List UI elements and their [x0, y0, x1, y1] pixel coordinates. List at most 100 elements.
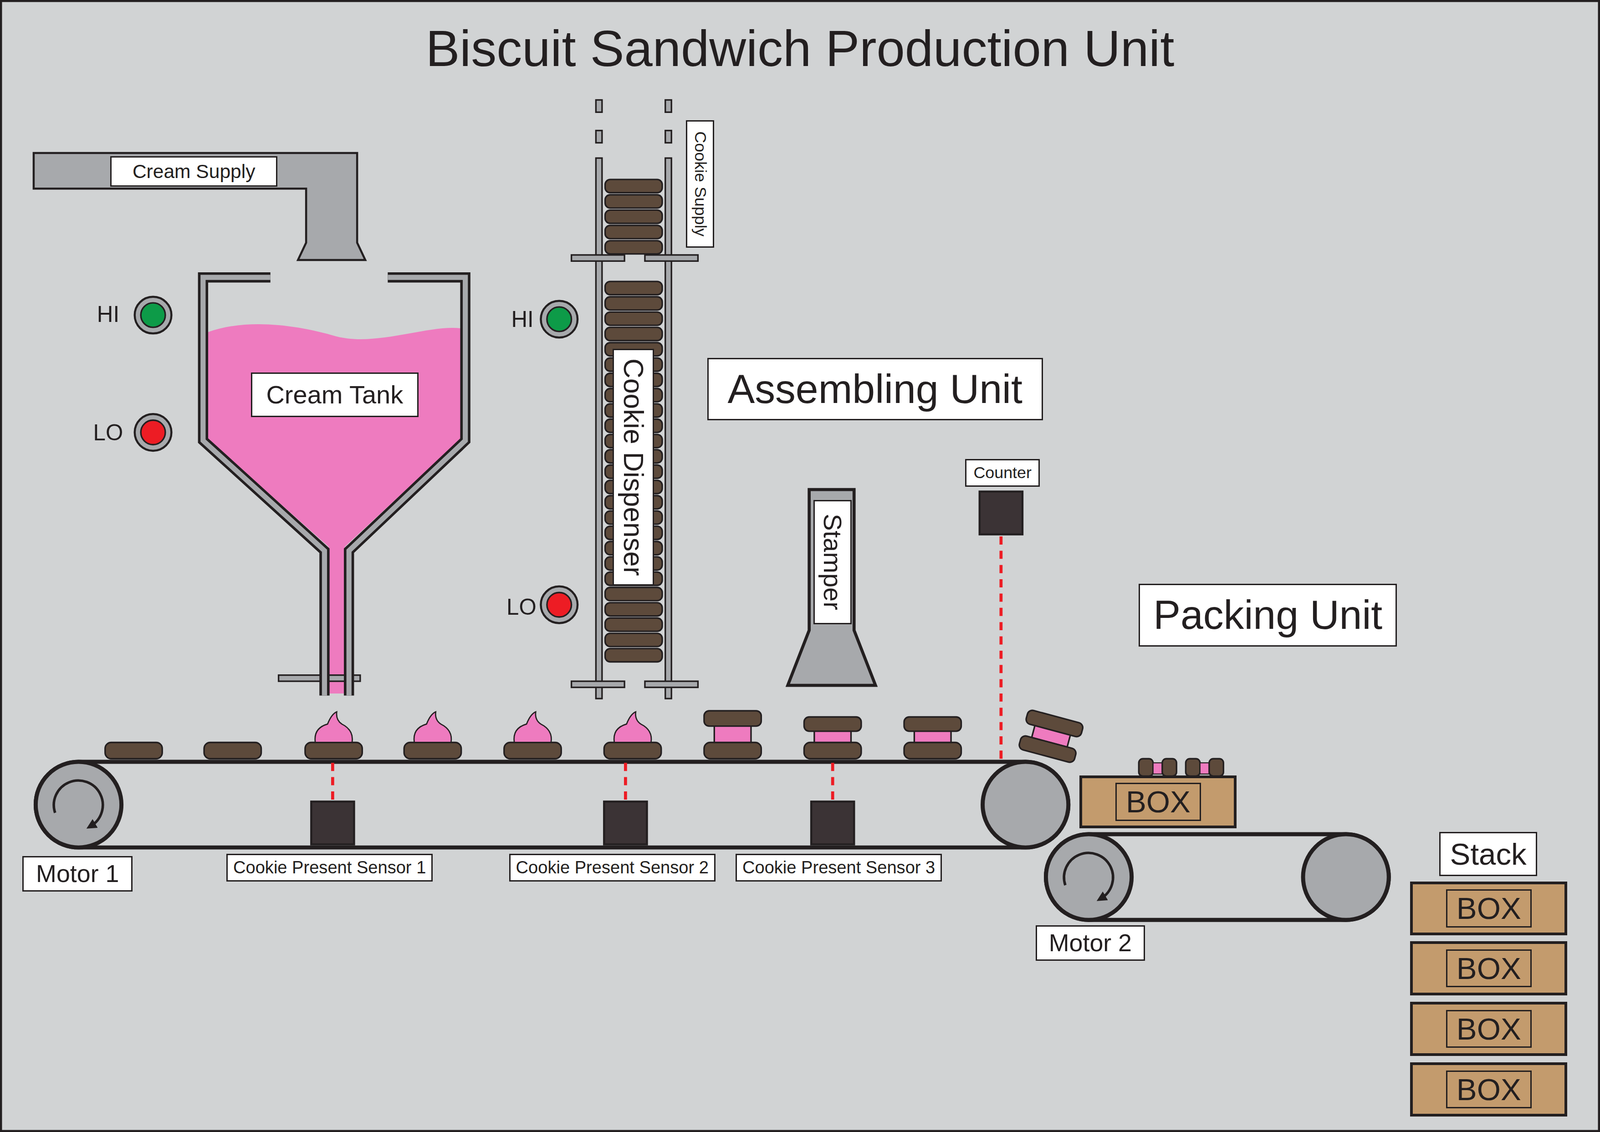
rail-flange — [644, 681, 699, 688]
cookie — [605, 327, 663, 341]
diagram-title: Biscuit Sandwich Production Unit — [0, 19, 1600, 79]
cookie — [605, 225, 663, 239]
part-label: Cookie Present Sensor 3 — [735, 853, 942, 882]
box-crate: BOX — [1410, 941, 1568, 996]
label-box: Packing Unit — [1138, 583, 1397, 648]
dispenser-rail — [595, 158, 602, 699]
lamp-label: HI — [509, 305, 535, 334]
sensor-block — [603, 801, 647, 845]
lamp-label: LO — [505, 593, 538, 622]
cookie — [605, 587, 663, 601]
cookie — [904, 716, 962, 731]
cookie — [603, 742, 661, 759]
part-label: Motor 2 — [1035, 925, 1146, 962]
node-text: BOX — [1446, 1070, 1532, 1109]
cookie — [904, 742, 962, 759]
tank-wall-core — [203, 277, 466, 696]
conveyor-belt — [1045, 834, 1389, 921]
cookie — [403, 742, 461, 759]
label-text: Motor 1 — [35, 859, 119, 889]
cookie — [605, 240, 663, 255]
cream-layer — [714, 725, 752, 743]
node-text: Assembling Unit — [727, 365, 1023, 413]
conveyor-belt — [35, 761, 1069, 848]
dispenser-rail — [665, 158, 672, 699]
label-text: LO — [506, 594, 537, 621]
node-text: BOX — [1446, 949, 1532, 988]
cream-fill — [207, 324, 462, 694]
label-text: Cookie Supply — [690, 131, 710, 237]
lo-lamp — [140, 420, 166, 445]
cookie — [105, 742, 163, 759]
cream-dollop — [613, 711, 652, 743]
node-text: Cream Tank — [265, 380, 404, 410]
sensor-beam — [331, 761, 335, 800]
label-box: Assembling Unit — [707, 357, 1043, 421]
packed-cookie — [1138, 758, 1153, 777]
cookie — [605, 633, 663, 647]
lamp-ring — [540, 301, 578, 338]
cream-layer — [814, 730, 852, 743]
cookie — [204, 742, 261, 759]
cookie — [305, 742, 363, 759]
label-text: Stack — [1450, 836, 1527, 872]
part-label: Cookie Present Sensor 2 — [509, 853, 716, 882]
label-text: Cookie Present Sensor 1 — [233, 858, 426, 879]
cookie — [1025, 709, 1084, 739]
packed-cream — [1153, 762, 1163, 775]
cookie — [803, 742, 861, 759]
rotation-arrow — [1063, 853, 1114, 899]
cookie — [605, 648, 663, 662]
cookie — [704, 710, 762, 727]
cookie — [605, 194, 663, 209]
cookie — [704, 742, 762, 759]
pulley — [1303, 834, 1389, 921]
label-box: Cream Supply — [110, 156, 278, 187]
falling-sandwich — [1017, 709, 1084, 764]
pulley — [1045, 834, 1132, 921]
node-text: Packing Unit — [1153, 591, 1383, 639]
lamp-label: LO — [92, 419, 125, 447]
cream-dollop — [315, 711, 353, 743]
label-box: Cream Tank — [250, 372, 419, 418]
packed-cream — [1200, 762, 1210, 775]
cookie — [605, 179, 663, 193]
label-text: Cookie Present Sensor 3 — [742, 858, 936, 879]
cookie — [504, 742, 562, 759]
sensor-block — [811, 801, 854, 845]
cookie — [605, 311, 663, 326]
part-label: Counter — [965, 459, 1040, 487]
packed-cookie — [1209, 758, 1224, 777]
node-text: Cream Supply — [132, 160, 256, 183]
hi-lamp — [140, 302, 166, 328]
rail-dash — [665, 99, 672, 113]
rail-flange — [644, 255, 699, 261]
label-text: Cookie Present Sensor 2 — [516, 858, 709, 879]
lo-lamp — [546, 592, 572, 618]
rail-dash — [595, 99, 602, 113]
lamp-ring — [134, 296, 172, 334]
cookie — [605, 281, 663, 295]
rail-flange — [571, 255, 625, 261]
cookie — [605, 209, 663, 224]
box-crate: BOX — [1079, 775, 1237, 829]
part-label: Motor 1 — [22, 856, 133, 892]
label-text: Motor 2 — [1048, 929, 1132, 958]
counter-sensor — [979, 491, 1023, 535]
stamper-body — [787, 489, 876, 686]
sensor-beam — [831, 761, 835, 800]
label-text: HI — [511, 306, 534, 333]
label-text: HI — [97, 301, 120, 328]
label-box: Stamper — [813, 500, 852, 625]
cream-layer — [914, 730, 951, 743]
sensor-block — [311, 801, 354, 845]
box-crate: BOX — [1410, 881, 1568, 936]
cream-dollop — [414, 711, 452, 743]
node-text: Cookie Dispenser — [617, 358, 650, 576]
rotation-arrow — [53, 780, 103, 827]
packed-cookie — [1185, 758, 1200, 777]
cream-supply-pipe — [33, 153, 366, 261]
label-text: LO — [93, 419, 124, 446]
